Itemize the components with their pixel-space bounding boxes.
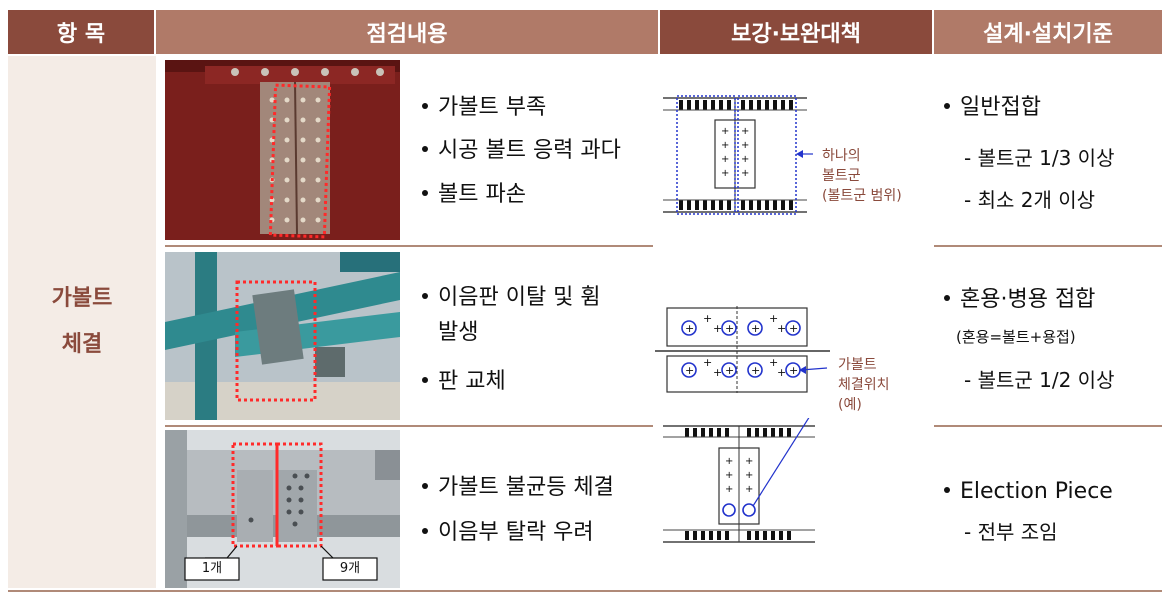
row1-item-1: 가볼트 부족: [422, 93, 546, 123]
row-divider: [934, 425, 1162, 427]
svg-text:+: +: [721, 154, 729, 165]
table-bottom-border: [8, 590, 1162, 592]
row3-criteria-title: Election Piece: [944, 477, 1113, 507]
row1-criteria-title: 일반접합: [944, 93, 1041, 123]
annotation-bolt-group: 하나의 볼트군 (볼트군 범위): [822, 148, 902, 204]
svg-text:+: +: [741, 140, 749, 151]
svg-text:+: +: [713, 366, 722, 379]
svg-text:+: +: [685, 364, 694, 377]
row1-item-2: 시공 볼트 응력 과다: [422, 136, 621, 166]
row2-item-3: 판 교체: [422, 367, 506, 397]
header-criteria: 설계·설치기준: [934, 10, 1162, 54]
svg-text:+: +: [725, 456, 733, 467]
row-divider: [934, 245, 1162, 247]
category-cell: 가볼트 체결: [8, 56, 156, 588]
photo-splice-red: [165, 60, 400, 240]
row3-item-2: 이음부 탈락 우려: [422, 518, 594, 548]
row2-criteria-note: (혼용=볼트+용접): [956, 328, 1076, 346]
row-divider: [165, 245, 653, 247]
svg-text:+: +: [685, 322, 694, 335]
photo-splice-grey: 1개 9개: [165, 430, 400, 588]
row2-item-1: 이음판 이탈 및 휨: [422, 283, 601, 313]
row3-item-1: 가볼트 불균등 체결: [422, 473, 614, 503]
header-countermeasure: 보강·보완대책: [660, 10, 932, 54]
row3-criteria-sub-1: - 전부 조임: [964, 520, 1058, 544]
svg-text:+: +: [721, 140, 729, 151]
annotation-temp-bolt: 가볼트 체결위치 (예): [838, 357, 890, 413]
svg-text:+: +: [777, 366, 786, 379]
category-line1: 가볼트: [51, 286, 113, 311]
svg-text:+: +: [745, 484, 753, 495]
svg-text:+: +: [769, 312, 778, 325]
svg-text:+: +: [725, 484, 733, 495]
row1-criteria-sub-1: - 볼트군 1/3 이상: [964, 146, 1115, 170]
svg-text:+: +: [725, 470, 733, 481]
photo-label-1: 1개: [201, 561, 223, 576]
category-line2: 체결: [61, 332, 103, 357]
svg-text:+: +: [789, 364, 798, 377]
svg-text:+: +: [741, 168, 749, 179]
svg-text:+: +: [721, 168, 729, 179]
svg-text:+: +: [769, 356, 778, 369]
row1-item-3: 볼트 파손: [422, 180, 526, 210]
row-divider: [165, 425, 653, 427]
diagram-temp-bolt-flange: + + + + + +: [655, 418, 825, 550]
svg-text:+: +: [777, 322, 786, 335]
header-inspection: 점검내용: [156, 10, 658, 54]
row1-criteria-sub-2: - 최소 2개 이상: [964, 188, 1096, 212]
svg-text:+: +: [725, 322, 734, 335]
svg-text:+: +: [713, 322, 722, 335]
diagram-bolt-group: + + + + + + + +: [655, 90, 815, 218]
diagram-temp-bolt-web: ++++ ++++ ++++ ++++: [655, 298, 830, 393]
svg-text:+: +: [721, 126, 729, 137]
svg-text:+: +: [725, 364, 734, 377]
row2-criteria-title: 혼용·병용 접합: [944, 285, 1095, 315]
header-item: 항 목: [8, 10, 154, 54]
photo-splice-green: [165, 252, 400, 420]
row2-item-2: 발생: [438, 320, 479, 345]
photo-label-2: 9개: [339, 561, 361, 576]
row2-criteria-sub-1: - 볼트군 1/2 이상: [964, 368, 1115, 392]
svg-text:+: +: [741, 154, 749, 165]
svg-text:+: +: [703, 356, 712, 369]
svg-text:+: +: [745, 470, 753, 481]
svg-text:+: +: [741, 126, 749, 137]
svg-text:+: +: [751, 364, 760, 377]
svg-text:+: +: [703, 312, 712, 325]
svg-text:+: +: [745, 456, 753, 467]
svg-text:+: +: [789, 322, 798, 335]
svg-text:+: +: [751, 322, 760, 335]
